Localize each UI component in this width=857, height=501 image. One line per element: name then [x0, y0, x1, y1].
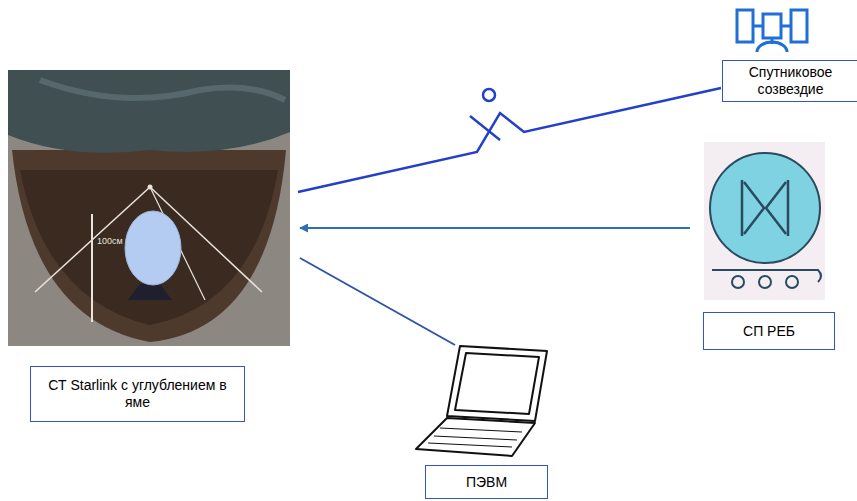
laptop-icon [416, 346, 547, 456]
terminal-photo [8, 70, 290, 346]
label-box: Спутниковое созвездие [722, 60, 857, 102]
node-text: Спутниковое созвездие [729, 64, 852, 98]
ew-station-node: СП РЕБ [698, 138, 840, 354]
satellite-icon [737, 10, 807, 52]
ew-station-icon [704, 142, 825, 300]
connector [298, 88, 721, 192]
pc-node: ПЭВМ [413, 343, 553, 500]
label-box: СТ Starlink с углублением в яме [30, 366, 245, 422]
terminal-node: СТ Starlink с углублением в яме [8, 68, 298, 428]
connector [300, 258, 455, 345]
link-symbol [470, 89, 500, 140]
node-text: ПЭВМ [466, 474, 507, 491]
dimension-label: 100см [97, 236, 123, 246]
label-box: ПЭВМ [425, 465, 548, 499]
node-text: СП РЕБ [743, 323, 795, 340]
node-text: СТ Starlink с углублением в яме [37, 377, 238, 411]
label-box: СП РЕБ [703, 312, 835, 350]
connector [300, 227, 690, 229]
constellation-node: Спутниковое созвездие [720, 2, 857, 104]
